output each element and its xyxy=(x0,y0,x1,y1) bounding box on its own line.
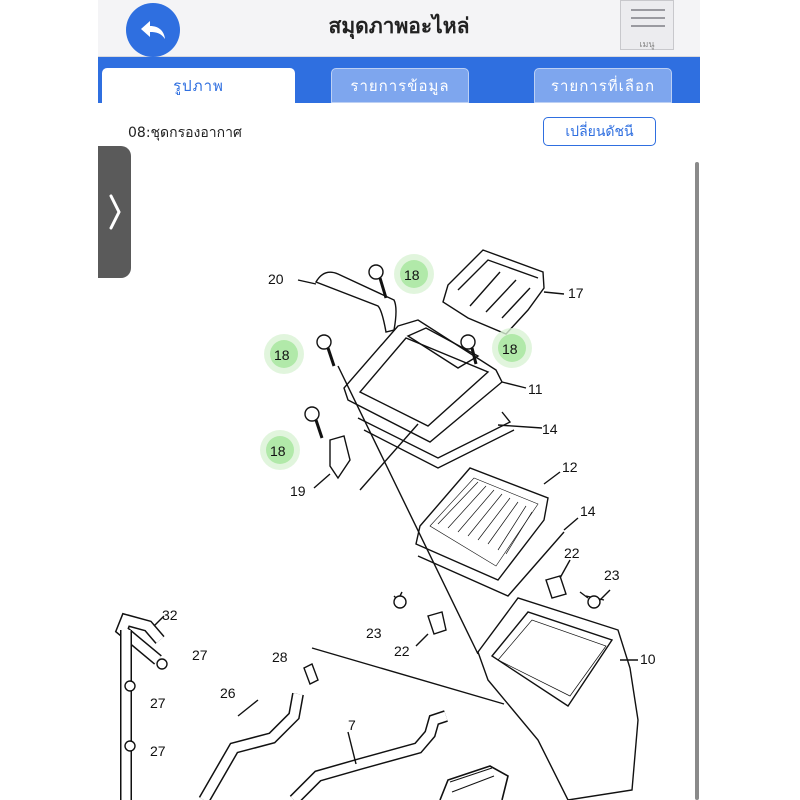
callout-26[interactable]: 26 xyxy=(220,685,236,701)
hamburger-icon xyxy=(631,9,665,11)
callout-28[interactable]: 28 xyxy=(272,649,288,665)
callout-19[interactable]: 19 xyxy=(290,483,306,499)
top-bar: สมุดภาพอะไหล่ เมนู xyxy=(98,0,700,57)
callout-14-b[interactable]: 14 xyxy=(580,503,596,519)
tab-selected-list[interactable]: รายการที่เลือก xyxy=(534,68,672,103)
callout-12[interactable]: 12 xyxy=(562,459,578,475)
callout-7[interactable]: 7 xyxy=(348,717,356,733)
side-panel-toggle[interactable] xyxy=(98,146,131,278)
callout-14-a[interactable]: 14 xyxy=(542,421,558,437)
chevron-right-icon xyxy=(109,194,121,230)
section-title: 08:ชุดกรองอากาศ xyxy=(128,125,242,141)
back-arrow-icon xyxy=(141,21,165,39)
callout-18-c[interactable]: 18 xyxy=(502,341,518,357)
callout-23-a[interactable]: 23 xyxy=(604,567,620,583)
callout-18-a[interactable]: 18 xyxy=(404,267,420,283)
callout-17[interactable]: 17 xyxy=(568,285,584,301)
page-title: สมุดภาพอะไหล่ xyxy=(328,14,470,38)
callout-labels[interactable]: 20 18 17 18 18 11 14 18 12 19 14 22 23 3… xyxy=(150,267,656,759)
callout-23-b[interactable]: 23 xyxy=(366,625,382,641)
callout-27-b[interactable]: 27 xyxy=(150,695,166,711)
parts-diagram[interactable]: 20 18 17 18 18 11 14 18 12 19 14 22 23 3… xyxy=(98,160,700,800)
callout-18-d[interactable]: 18 xyxy=(270,443,286,459)
callout-27-a[interactable]: 27 xyxy=(192,647,208,663)
scrollbar[interactable] xyxy=(695,162,699,800)
tab-bar: รูปภาพ รายการข้อมูล รายการที่เลือก xyxy=(98,57,700,103)
callout-22-a[interactable]: 22 xyxy=(564,545,580,561)
change-index-button[interactable]: เปลี่ยนดัชนี xyxy=(543,117,656,146)
back-button[interactable] xyxy=(126,3,180,57)
highlight-markers xyxy=(260,254,532,470)
callout-20[interactable]: 20 xyxy=(268,271,284,287)
callout-32[interactable]: 32 xyxy=(162,607,178,623)
app-frame: สมุดภาพอะไหล่ เมนู รูปภาพ รายการข้อมูล ร… xyxy=(98,0,700,800)
callout-18-b[interactable]: 18 xyxy=(274,347,290,363)
callout-22-b[interactable]: 22 xyxy=(394,643,410,659)
callout-10[interactable]: 10 xyxy=(640,651,656,667)
tab-data-list[interactable]: รายการข้อมูล xyxy=(331,68,469,103)
callout-27-c[interactable]: 27 xyxy=(150,743,166,759)
menu-button[interactable]: เมนู xyxy=(620,0,674,50)
tab-picture[interactable]: รูปภาพ xyxy=(102,68,295,103)
diagram-artwork xyxy=(114,249,639,800)
menu-label: เมนู xyxy=(639,40,655,50)
callout-11[interactable]: 11 xyxy=(528,381,543,397)
